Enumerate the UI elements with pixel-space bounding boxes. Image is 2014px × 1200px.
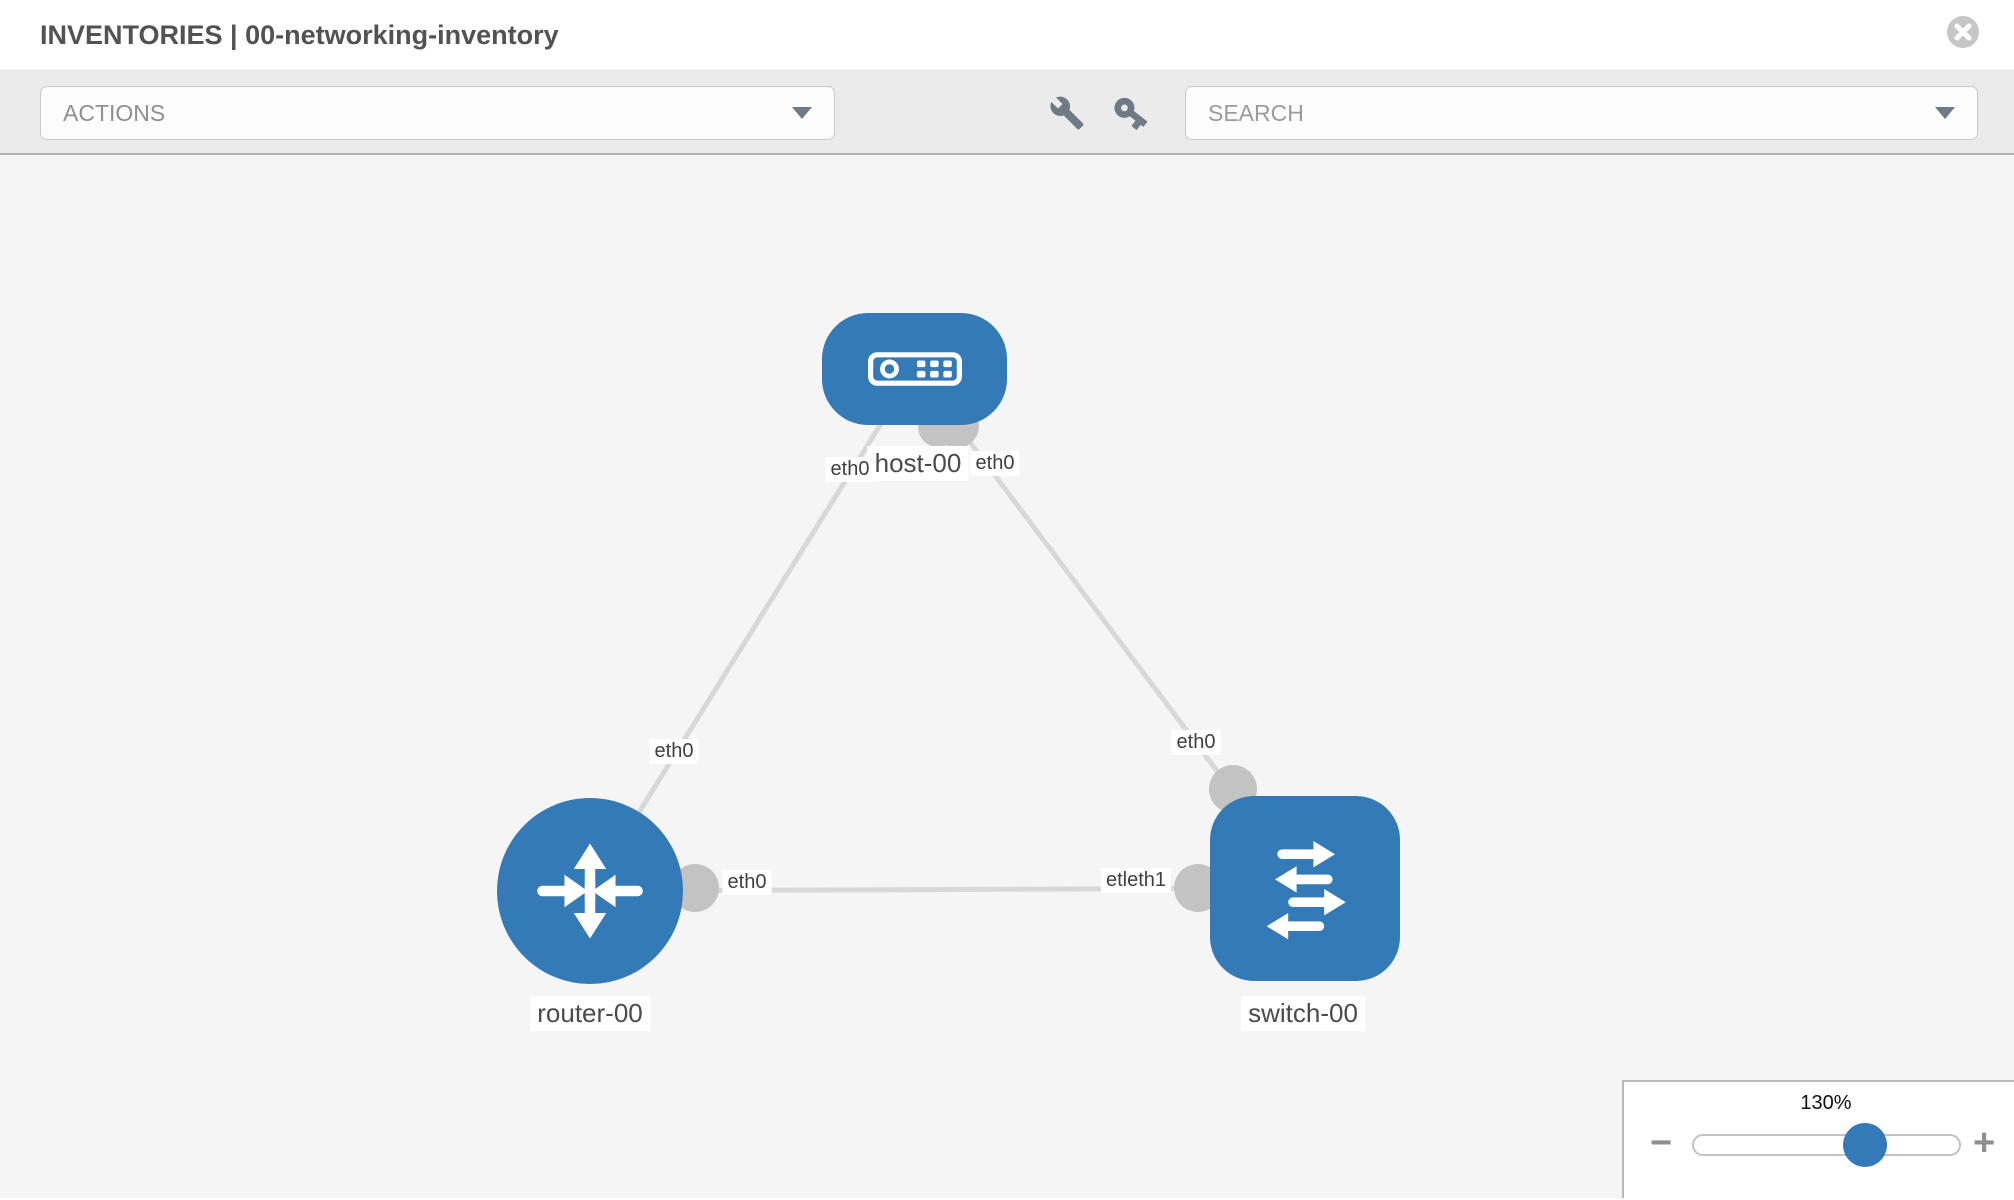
tools-button[interactable]	[1040, 87, 1094, 139]
search-input[interactable]	[1186, 87, 1935, 139]
node-label-host: host-00	[867, 446, 969, 481]
page-title: INVENTORIES | 00-networking-inventory	[40, 19, 559, 50]
interface-connector	[671, 864, 719, 912]
interface-label: etleth1	[1100, 868, 1172, 893]
zoom-level: 130%	[1800, 1092, 1852, 1114]
zoom-in-button[interactable]: +	[1973, 1122, 1996, 1164]
actions-dropdown[interactable]: ACTIONS	[40, 86, 835, 140]
interface-label: eth0	[722, 870, 772, 895]
interface-label: eth0	[970, 451, 1020, 476]
close-icon	[1947, 16, 1979, 48]
node-host-00[interactable]	[822, 313, 1007, 425]
node-switch-00[interactable]	[1210, 796, 1400, 981]
toolbar: ACTIONS	[0, 71, 2014, 155]
zoom-slider-track[interactable]	[1692, 1134, 1961, 1156]
search-dropdown[interactable]	[1185, 86, 1978, 140]
node-label-switch: switch-00	[1241, 996, 1365, 1031]
zoom-slider-knob[interactable]	[1843, 1123, 1887, 1167]
interface-label: eth0	[1171, 730, 1221, 755]
node-router-00[interactable]	[497, 798, 683, 984]
key-button[interactable]	[1104, 87, 1158, 139]
server-icon	[867, 352, 962, 386]
interface-label: eth0	[825, 457, 875, 482]
node-label-router: router-00	[530, 996, 650, 1031]
close-button[interactable]	[1946, 15, 1980, 49]
interface-label: eth0	[649, 739, 699, 764]
actions-dropdown-label: ACTIONS	[63, 99, 166, 126]
topology-canvas[interactable]: host-00 router-00 switch-00 eth0 eth0 et…	[0, 155, 2014, 1198]
header: INVENTORIES | 00-networking-inventory	[0, 0, 2014, 71]
switch-arrows-icon	[1266, 840, 1346, 939]
key-icon	[1114, 97, 1148, 131]
wrench-icon	[1050, 96, 1084, 130]
chevron-down-icon[interactable]	[1935, 107, 1955, 119]
zoom-panel: 130% − +	[1622, 1080, 2014, 1198]
chevron-down-icon	[792, 107, 812, 119]
zoom-out-button[interactable]: −	[1650, 1122, 1673, 1164]
router-arrows-icon	[537, 843, 643, 939]
topology-edges	[587, 367, 1307, 912]
